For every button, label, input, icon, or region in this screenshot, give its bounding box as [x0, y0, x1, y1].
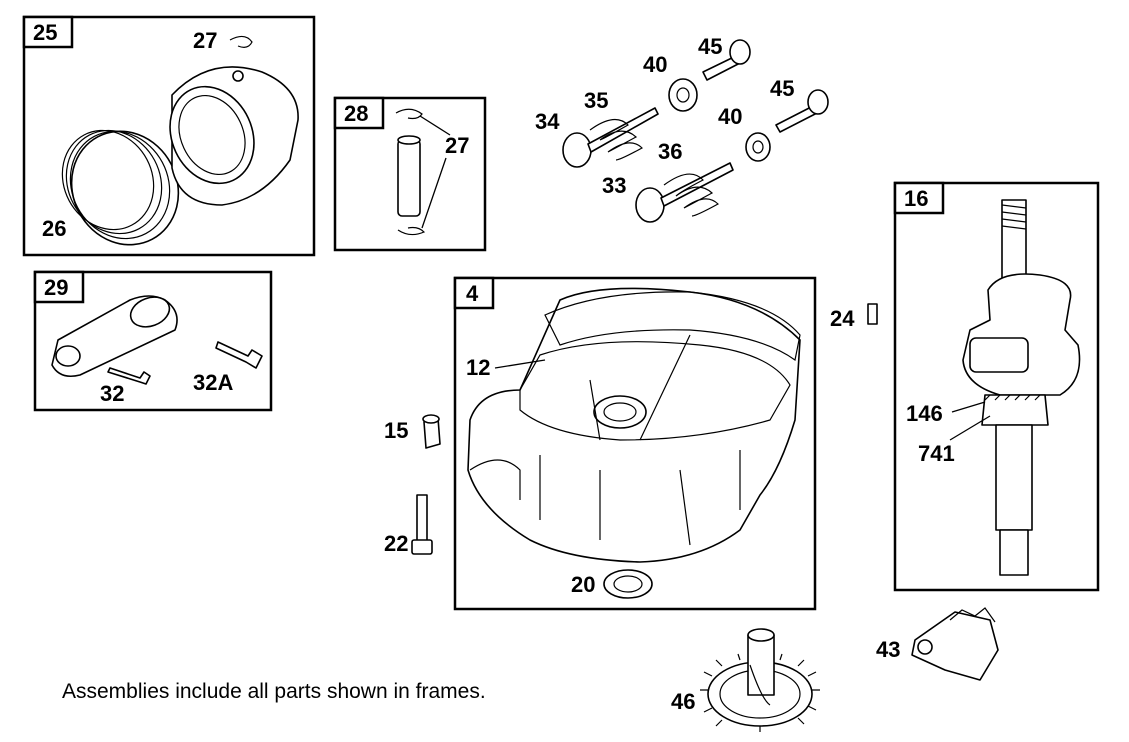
- frame-25: 25: [22, 15, 316, 257]
- label-46: 46: [671, 689, 695, 714]
- frame-4: 4: [453, 276, 817, 611]
- label-146: 146: [906, 401, 943, 426]
- intake-valve-icon: [562, 107, 659, 168]
- valve-spring-35-icon: [589, 119, 643, 161]
- frame-29-tag: 29: [44, 275, 68, 300]
- crankshaft-icon: [962, 199, 1081, 576]
- label-24: 24: [830, 306, 855, 331]
- frame-25-tag: 25: [33, 20, 57, 45]
- connecting-rod-icon: [51, 295, 178, 378]
- spring-retainer-icon: [668, 78, 698, 112]
- label-27-pin: 27: [445, 133, 469, 158]
- frame-4-tag: 4: [466, 281, 479, 306]
- oil-seal-icon: [603, 569, 653, 599]
- label-20: 20: [571, 572, 595, 597]
- frame-16-tag: 16: [904, 186, 928, 211]
- label-40-lower: 40: [718, 104, 742, 129]
- label-36: 36: [658, 139, 682, 164]
- label-45-lower: 45: [770, 76, 794, 101]
- rod-bolt-icon: [107, 367, 151, 385]
- crankcase-icon: [467, 287, 801, 563]
- label-22: 22: [384, 531, 408, 556]
- piston-rings-icon: [61, 129, 180, 246]
- label-32: 32: [100, 381, 124, 406]
- label-45-upper: 45: [698, 34, 722, 59]
- label-27-piston: 27: [193, 28, 217, 53]
- pin-retainer-bottom-icon: [397, 226, 426, 236]
- leader-27-pin: [419, 115, 451, 229]
- frame-16: 16: [893, 181, 1100, 592]
- cam-gear-icon: [700, 628, 820, 732]
- exhaust-valve-icon: [635, 162, 734, 223]
- label-34: 34: [535, 109, 560, 134]
- tappet-b-icon: [775, 89, 829, 133]
- assemblies-note: Assemblies include all parts shown in fr…: [62, 680, 486, 703]
- frame-28-tag: 28: [344, 101, 368, 126]
- label-40-upper: 40: [643, 52, 667, 77]
- piston-pin-icon: [397, 135, 421, 217]
- snap-ring-icon: [229, 35, 253, 48]
- gasket-icon: [544, 291, 801, 362]
- bolt-22-icon: [411, 494, 433, 555]
- label-35: 35: [584, 88, 608, 113]
- governor-bracket-icon: [911, 607, 999, 681]
- leader-741: [949, 415, 991, 441]
- spring-retainer-b-icon: [745, 132, 771, 162]
- piston-icon: [169, 66, 299, 206]
- label-43: 43: [876, 637, 900, 662]
- valve-spring-36-icon: [663, 173, 719, 217]
- key-icon: [867, 303, 878, 325]
- label-12: 12: [466, 355, 490, 380]
- leader-146: [951, 401, 986, 413]
- rod-bolt-32a-icon: [215, 341, 263, 369]
- leader-12: [494, 359, 546, 369]
- frame-29: 29: [33, 270, 273, 412]
- label-15: 15: [384, 418, 408, 443]
- pin-retainer-top-icon: [395, 108, 423, 120]
- frame-28: 28: [333, 96, 487, 252]
- label-741: 741: [918, 441, 955, 466]
- label-26: 26: [42, 216, 66, 241]
- plug-icon: [422, 414, 441, 449]
- label-32a: 32A: [193, 370, 233, 395]
- tappet-icon: [702, 39, 751, 81]
- label-33: 33: [602, 173, 626, 198]
